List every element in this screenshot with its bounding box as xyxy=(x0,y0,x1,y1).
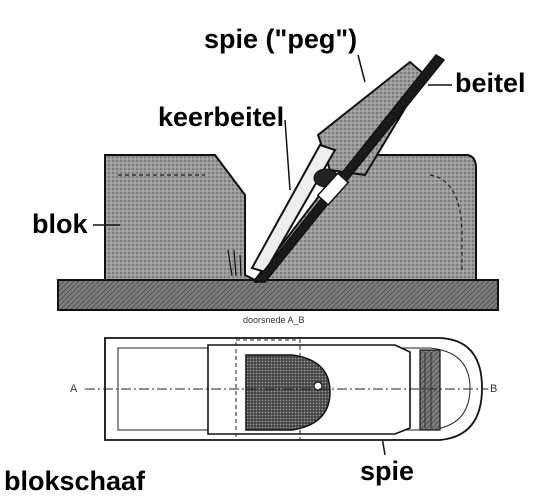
blade xyxy=(253,54,446,283)
label-marker-a: A xyxy=(70,383,78,395)
label-marker-b: B xyxy=(490,383,498,395)
plane-body xyxy=(104,154,477,282)
label-block: blok xyxy=(32,209,88,239)
plan-mouth xyxy=(419,349,441,431)
shavings xyxy=(227,249,242,277)
plan-peg-section xyxy=(245,354,331,431)
base-board xyxy=(57,279,499,311)
label-peg: spie ("peg") xyxy=(204,24,358,54)
body-dashed-outline xyxy=(118,174,463,270)
label-chisel: beitel xyxy=(455,68,526,98)
label-section: doorsnede A_B xyxy=(243,315,305,325)
plan-screw xyxy=(313,381,323,391)
label-cap-iron: keerbeitel xyxy=(158,102,285,132)
label-wedge: spie xyxy=(360,456,415,486)
leader-cap-iron xyxy=(284,119,291,191)
cap-screw xyxy=(316,172,350,206)
label-title: blokschaaf xyxy=(4,466,146,496)
leader-peg xyxy=(357,54,366,83)
